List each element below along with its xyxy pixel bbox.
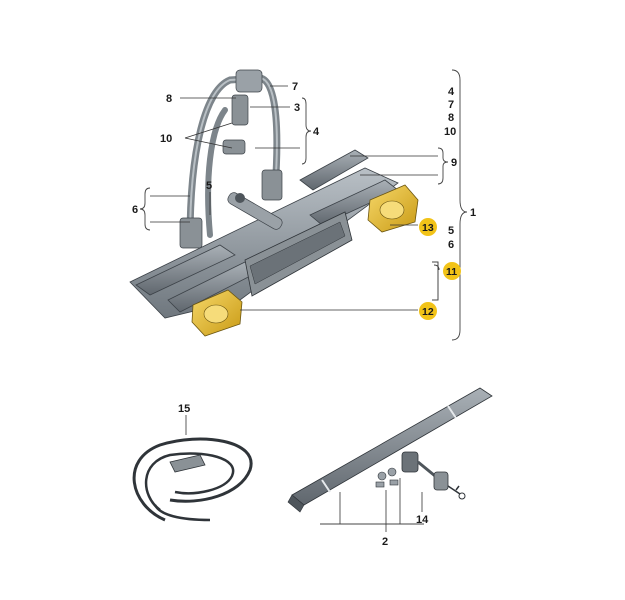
- lock-body: [401, 451, 419, 473]
- frame-arch-highlight: [189, 76, 278, 241]
- rail-body: [291, 387, 493, 506]
- cable-harness: 15: [132, 403, 253, 522]
- nut-2: [387, 467, 397, 477]
- callout-11-badge: 11: [443, 262, 461, 280]
- leader-lines-bottom: 14 2: [320, 478, 429, 548]
- cable-loop-inner: [144, 452, 235, 511]
- washer-2: [389, 479, 399, 486]
- frame-upright: [205, 107, 228, 238]
- rail-edge: [287, 494, 305, 513]
- callout-4: 4: [313, 126, 320, 138]
- stack-6: 6: [448, 239, 454, 251]
- cable-loop-outer: [132, 437, 253, 522]
- stack-7: 7: [448, 99, 454, 111]
- brackets: [139, 69, 468, 341]
- callout-12-badge: 12: [419, 302, 437, 320]
- callout-13-badge: 13: [419, 218, 437, 236]
- lock-cylinder: [433, 471, 449, 491]
- stack-8: 8: [448, 112, 454, 124]
- callout-10: 10: [160, 133, 172, 145]
- lock-assembly: [401, 451, 466, 500]
- cable-tail: [153, 504, 211, 522]
- callout-7: 7: [292, 81, 298, 93]
- frame-holder-arm: [231, 94, 249, 126]
- small-hardware: [375, 467, 399, 488]
- svg-text:11: 11: [446, 266, 457, 278]
- highlighted-callouts: 13 11 12: [419, 218, 461, 320]
- callout-9: 9: [451, 157, 457, 169]
- callout-5: 5: [206, 180, 212, 192]
- key-icon: [447, 485, 461, 495]
- callout-2: 2: [382, 536, 388, 548]
- bike-carrier-assembly: [129, 69, 419, 337]
- label-stack-group: 4 7 8 10 5 6: [444, 86, 456, 251]
- rail-clip-2: [447, 405, 457, 419]
- frame-holder-top: [235, 69, 263, 93]
- lamp-right: [367, 184, 419, 233]
- frame-foot-left: [179, 217, 203, 249]
- callout-6: 6: [132, 204, 138, 216]
- frame-foot-right: [261, 169, 283, 201]
- svg-text:13: 13: [422, 222, 434, 234]
- stack-10: 10: [444, 126, 456, 138]
- lamp-left: [191, 289, 243, 337]
- wheel-rail-left: [135, 244, 236, 296]
- rail-clip-1: [321, 479, 331, 493]
- coupling-knob: [235, 193, 245, 203]
- stack-4: 4: [448, 86, 455, 98]
- stack-5: 5: [448, 225, 454, 237]
- callout-15: 15: [178, 403, 190, 415]
- washer-1: [375, 481, 385, 488]
- mounting-rail: [287, 387, 493, 513]
- light-bar-grille: [249, 221, 346, 285]
- frame-holder-clamp: [222, 139, 246, 155]
- leader-lines-top: [150, 85, 438, 311]
- nut-1: [377, 471, 387, 481]
- cable-plug: [169, 454, 206, 473]
- callout-14: 14: [416, 514, 429, 526]
- callout-8: 8: [166, 93, 172, 105]
- svg-text:12: 12: [422, 306, 434, 318]
- callout-3: 3: [294, 102, 300, 114]
- wheel-rail-rear: [299, 149, 369, 191]
- callout-1: 1: [470, 207, 476, 219]
- labels-top: 7 8 3 10 4 9 5 6 1: [132, 81, 476, 219]
